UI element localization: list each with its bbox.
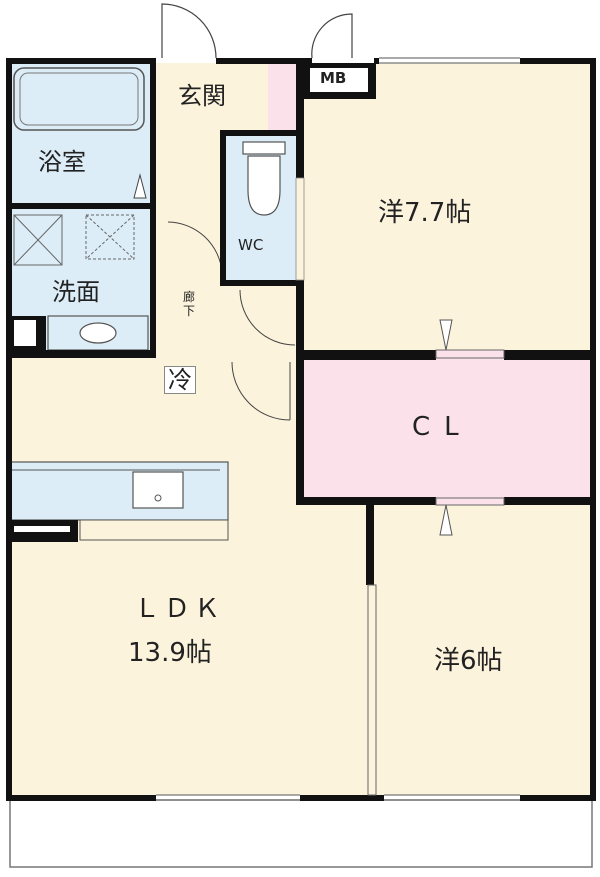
walls [6,58,596,801]
pillar-notch [14,320,36,346]
toilet-bowl [247,155,281,216]
kitchen-counter [9,461,229,521]
western-room-1-label: 洋7.7帖 [378,198,472,228]
mb-box [310,68,368,92]
counter-backguard [79,519,229,541]
sink-drain [154,494,162,502]
washer-x-2 [13,214,63,266]
dryer-space [85,214,135,260]
balcony [9,799,593,868]
windows [156,57,520,801]
ldk-door-swing [231,361,291,421]
closet-floor [300,358,590,500]
dryer-x-2 [85,214,135,260]
door-marker-bottom [439,504,453,536]
vanity-sink [79,322,117,344]
closet-label: CL [412,412,473,442]
door-marker-top [439,319,453,351]
entrance-mat [268,63,296,130]
western-room-2-floor [372,500,590,795]
ldk-size-label: 13.9帖 [128,638,212,668]
closet-door-bottom [435,497,505,506]
washer-space [13,214,63,266]
bathtub-inner [19,72,139,126]
stove-slot [14,526,70,532]
western-room-2-label: 洋6帖 [434,646,503,676]
bathtub [13,67,145,131]
entry-door-swing [161,3,217,59]
bath-door-swing [133,173,147,199]
sliding-partition [367,584,377,796]
corridor-door-swing [239,289,296,346]
ldk-name-label: ＬＤＫ [134,594,225,624]
entrance-label: 玄関 [178,82,226,110]
toilet-tank [242,141,286,155]
bath-label: 浴室 [38,148,86,176]
mb-door-swing [311,13,353,59]
washroom-label: 洗面 [52,278,100,306]
fridge-label: 冷 [164,366,196,394]
corridor-opening [295,177,305,281]
kitchen-sink [132,471,184,509]
corridor-label: 廊 下 [183,290,196,319]
closet-door-top [435,349,505,359]
western-room-1-floor [300,63,590,355]
wc-label: WC [238,236,264,254]
mb-label: MB [320,69,347,87]
